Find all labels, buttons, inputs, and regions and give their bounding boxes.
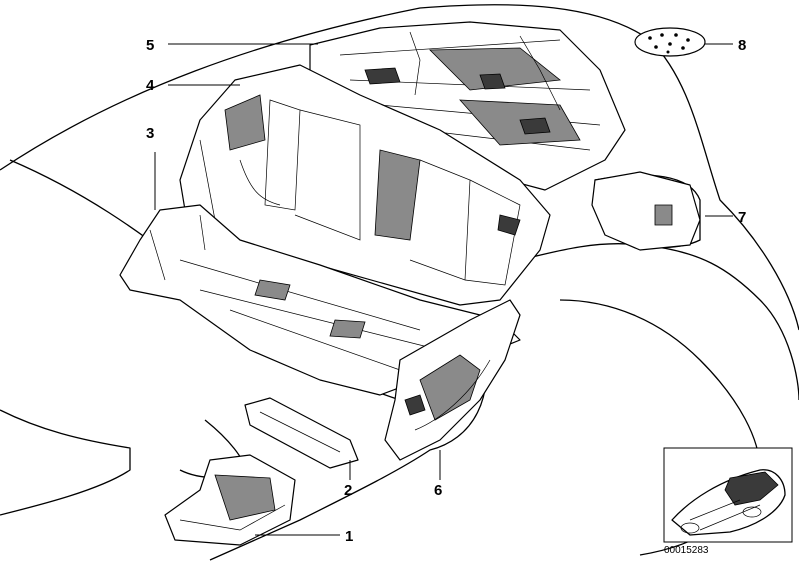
damping-pad-part <box>634 27 706 57</box>
floor-tray-part <box>164 454 296 546</box>
callout-labels: 5 4 3 8 7 2 6 1 <box>146 37 746 545</box>
inset-thumbnail <box>663 447 793 543</box>
parcel-shelf-part <box>309 21 626 191</box>
reference-number: 00015283 <box>664 545 709 556</box>
callout-4: 4 <box>146 77 155 94</box>
callout-2: 2 <box>344 482 352 499</box>
sill-strip-part <box>244 397 359 469</box>
callout-5: 5 <box>146 37 154 54</box>
leader-lines <box>154 43 733 536</box>
callout-1: 1 <box>345 528 353 545</box>
callout-3: 3 <box>146 125 154 142</box>
callout-7: 7 <box>738 209 746 226</box>
callout-8: 8 <box>738 37 746 54</box>
wheel-arch-cover-part <box>591 171 701 251</box>
rear-bulkhead-part <box>179 64 551 306</box>
side-trim-panel-part <box>384 299 521 461</box>
callout-6: 6 <box>434 482 442 499</box>
